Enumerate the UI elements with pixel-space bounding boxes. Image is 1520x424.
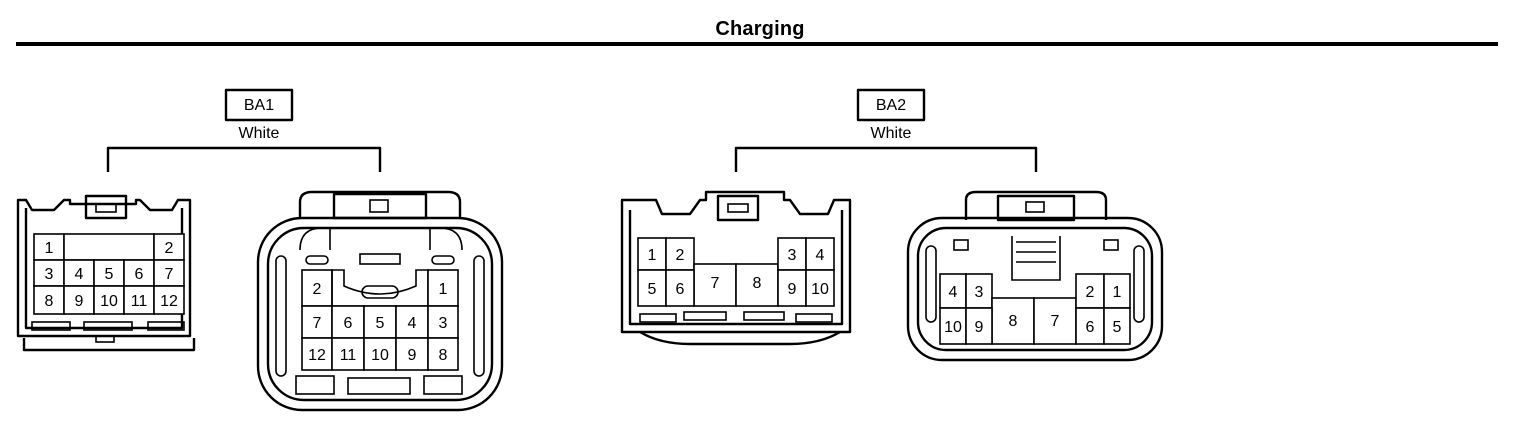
ba2-code-label: BA2 xyxy=(876,97,906,114)
ba1-left-connector: 1 2 3 4 5 6 7 8 9 10 xyxy=(16,194,196,352)
pin-label: 8 xyxy=(439,347,448,364)
pin-cell xyxy=(153,285,185,315)
pin-cell xyxy=(777,237,807,271)
pin-label: 3 xyxy=(439,315,448,332)
pin-label: 9 xyxy=(788,281,797,298)
pin-label: 8 xyxy=(45,293,54,310)
pin-label: 1 xyxy=(439,281,448,298)
pin-label: 10 xyxy=(944,319,962,336)
ba1-bracket xyxy=(106,146,382,172)
pin-label: 2 xyxy=(1086,284,1095,301)
pin-label: 7 xyxy=(165,266,174,283)
pin-label: 5 xyxy=(648,281,657,298)
pin-cell xyxy=(965,273,993,309)
pin-label: 10 xyxy=(371,347,389,364)
pin-cell xyxy=(63,285,95,315)
pin-label: 9 xyxy=(975,319,984,336)
pin-cell xyxy=(939,307,967,345)
pin-label: 8 xyxy=(1009,313,1018,330)
pin-label: 11 xyxy=(131,293,148,310)
pin-cell xyxy=(123,285,155,315)
pin-label: 2 xyxy=(676,247,685,264)
pin-cell xyxy=(1033,297,1077,345)
pin-label: 5 xyxy=(1113,319,1122,336)
connector-ba1: BA1 White 1 2 3 xyxy=(16,88,504,412)
pin-cell xyxy=(805,237,835,271)
pin-label: 6 xyxy=(135,266,144,283)
pin-cell xyxy=(965,307,993,345)
title-rule xyxy=(16,42,1498,46)
ba1-code-box xyxy=(224,88,294,122)
ba2-left-pin-grid: 1 2 7 8 3 4 5 6 9 10 xyxy=(637,237,835,307)
pin-cell xyxy=(805,269,835,307)
pin-label: 7 xyxy=(1051,313,1060,330)
ba1-code-label: BA1 xyxy=(244,97,274,114)
ba1-right-connector: 2 1 7 6 5 4 3 12 11 xyxy=(256,190,504,412)
pin-label: 4 xyxy=(949,284,958,301)
pin-cell xyxy=(363,305,397,339)
pin-label: 5 xyxy=(105,266,114,283)
ba2-left-connector: 1 2 7 8 3 4 5 6 9 10 xyxy=(620,190,852,346)
pin-cell xyxy=(427,337,459,371)
pin-label: 8 xyxy=(753,275,762,292)
pin-label: 9 xyxy=(75,293,84,310)
pin-cell xyxy=(665,269,695,307)
pin-cell xyxy=(93,259,125,287)
pin-label: 6 xyxy=(1086,319,1095,336)
pin-label: 4 xyxy=(816,247,825,264)
pin-label: 1 xyxy=(648,247,657,264)
pin-cell xyxy=(93,285,125,315)
pin-cell xyxy=(1103,307,1131,345)
pin-label: 4 xyxy=(408,315,417,332)
connector-ba2: BA2 White 1 2 7 8 xyxy=(620,88,1164,362)
pin-label: 9 xyxy=(408,347,417,364)
ba2-bracket xyxy=(734,146,1038,172)
pin-cell xyxy=(153,233,185,261)
pin-label: 12 xyxy=(160,293,178,310)
pin-label: 7 xyxy=(313,315,322,332)
pin-cell xyxy=(153,259,185,287)
pin-label: 6 xyxy=(344,315,353,332)
pin-cell xyxy=(33,285,65,315)
pin-label: 10 xyxy=(100,293,118,310)
pin-label: 4 xyxy=(75,266,84,283)
ba1-color-label: White xyxy=(239,125,280,142)
pin-cell xyxy=(395,337,429,371)
page-title: Charging xyxy=(715,18,805,40)
pin-cell-blank xyxy=(63,233,155,261)
ba2-code-box xyxy=(856,88,926,122)
pin-label: 2 xyxy=(165,240,174,257)
pin-cell xyxy=(301,337,333,371)
pin-label: 3 xyxy=(45,266,54,283)
pin-label: 2 xyxy=(313,281,322,298)
pin-label: 6 xyxy=(676,281,685,298)
ba1-left-pin-grid: 1 2 3 4 5 6 7 8 9 10 xyxy=(33,233,185,315)
ba1-right-pin-grid: 2 1 7 6 5 4 3 12 11 xyxy=(301,253,459,371)
pin-label: 7 xyxy=(711,275,720,292)
pin-cell xyxy=(63,259,95,287)
pin-label: 12 xyxy=(308,347,326,364)
pin-label: 11 xyxy=(340,347,357,364)
pin-cell xyxy=(123,259,155,287)
pin-cell xyxy=(777,269,807,307)
ba2-right-pin-grid: 4 3 8 7 2 1 10 9 6 5 xyxy=(939,273,1131,345)
pin-cell xyxy=(637,269,667,307)
pin-label: 1 xyxy=(1113,284,1122,301)
pin-label: 10 xyxy=(811,281,829,298)
pin-label: 1 xyxy=(45,240,54,257)
pin-cell xyxy=(991,297,1035,345)
pin-cell xyxy=(363,337,397,371)
pin-label: 3 xyxy=(975,284,984,301)
ba2-right-connector: 4 3 8 7 2 1 10 9 6 5 xyxy=(906,190,1164,362)
pin-cell xyxy=(665,237,695,271)
pin-label: 3 xyxy=(788,247,797,264)
pin-cell xyxy=(427,269,459,307)
ba2-color-label: White xyxy=(871,125,912,142)
pin-cell xyxy=(637,237,667,271)
pin-label: 5 xyxy=(376,315,385,332)
